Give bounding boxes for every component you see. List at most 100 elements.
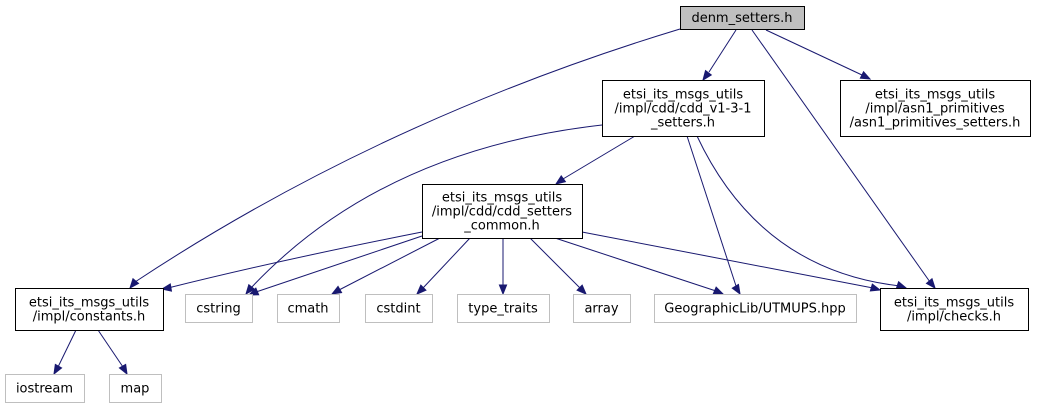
arrowhead-icon — [869, 283, 882, 292]
edge-line — [554, 237, 717, 292]
node-label-line: array — [584, 302, 618, 317]
edge-cdd_v1_3_1_setters-to-cstring — [245, 124, 603, 296]
edge-denm_setters-to-cdd_v1_3_1_setters — [702, 29, 737, 82]
node-label-line: /asn1_primitives_setters.h — [850, 116, 1021, 131]
node-box — [15, 288, 164, 331]
node-box — [573, 294, 631, 323]
node-constants[interactable]: etsi_its_msgs_utils/impl/constants.h — [15, 288, 164, 331]
nodes-layer: denm_setters.h etsi_its_msgs_utils/impl/c… — [5, 6, 1031, 403]
node-array[interactable]: array — [573, 294, 631, 323]
edge-denm_setters-to-asn1_primitives_setters — [765, 29, 872, 80]
edge-line — [765, 29, 863, 76]
arrowhead-icon — [118, 363, 128, 376]
node-label-line: cmath — [287, 302, 328, 317]
edge-line — [249, 124, 603, 290]
edge-line — [529, 237, 581, 289]
edge-cdd_setters_common-to-constants — [160, 231, 423, 292]
edge-cdd_setters_common-to-cmath — [330, 237, 441, 295]
node-box — [654, 294, 857, 323]
node-cdd_setters_common[interactable]: etsi_its_msgs_utils/impl/cdd/cdd_setters… — [422, 184, 583, 239]
node-label-line: cstring — [196, 302, 240, 317]
node-box — [109, 374, 162, 403]
edge-line — [97, 329, 124, 368]
node-cstring[interactable]: cstring — [185, 294, 253, 323]
edge-cdd_setters_common-to-cstring — [247, 235, 423, 296]
edge-line — [686, 135, 738, 290]
edge-constants-to-map — [97, 329, 128, 376]
edge-line — [581, 231, 874, 289]
node-label-line: /impl/constants.h — [33, 310, 146, 325]
arrowhead-icon — [712, 286, 725, 295]
node-label-line: etsi_its_msgs_utils — [894, 296, 1014, 311]
node-label-line: /impl/cdd/cdd_setters — [432, 205, 572, 220]
node-label-line: _common.h — [463, 219, 540, 234]
edge-cdd_setters_common-to-utmups — [554, 237, 725, 295]
arrowhead-icon — [247, 287, 260, 296]
node-box — [422, 184, 583, 239]
node-label-line: _setters.h — [650, 116, 715, 131]
node-cmath[interactable]: cmath — [277, 294, 340, 323]
arrowhead-icon — [925, 277, 936, 290]
edge-constants-to-iostream — [53, 329, 77, 376]
node-box — [602, 80, 765, 137]
node-label-line: iostream — [16, 382, 73, 397]
node-utmups[interactable]: GeographicLib/UTMUPS.hpp — [654, 294, 857, 323]
edge-denm_setters-to-constants — [129, 28, 681, 290]
edge-line — [57, 329, 77, 368]
node-label-line: type_traits — [468, 302, 538, 317]
node-label-line: GeographicLib/UTMUPS.hpp — [664, 302, 845, 317]
node-label-line: /impl/checks.h — [907, 310, 1001, 325]
node-map[interactable]: map — [109, 374, 162, 403]
node-label-line: /impl/cdd/cdd_v1-3-1 — [615, 102, 752, 117]
edge-denm_setters-to-checks — [751, 29, 936, 290]
arrowhead-icon — [416, 284, 427, 295]
node-box — [5, 374, 85, 403]
arrowhead-icon — [731, 283, 741, 296]
node-asn1_primitives_setters[interactable]: etsi_its_msgs_utils/impl/asn1_primitives… — [840, 80, 1031, 137]
node-label-line: etsi_its_msgs_utils — [442, 191, 562, 206]
edge-line — [167, 231, 423, 289]
arrowhead-icon — [330, 285, 343, 295]
edge-line — [708, 29, 737, 73]
edge-cdd_setters_common-to-cstdint — [416, 237, 471, 295]
edge-line — [562, 135, 636, 180]
arrowhead-icon — [160, 283, 173, 292]
node-label-line: etsi_its_msgs_utils — [623, 88, 743, 103]
edge-line — [255, 235, 423, 293]
edge-line — [751, 29, 931, 283]
edge-cdd_v1_3_1_setters-to-utmups — [686, 135, 741, 296]
arrowhead-icon — [498, 284, 508, 296]
node-box — [680, 6, 805, 30]
arrowhead-icon — [576, 284, 587, 295]
node-box — [840, 80, 1031, 137]
arrowhead-icon — [554, 174, 567, 185]
node-label-line: etsi_its_msgs_utils — [29, 296, 149, 311]
node-cstdint[interactable]: cstdint — [365, 294, 433, 323]
node-box — [365, 294, 433, 323]
edge-line — [338, 237, 441, 291]
edge-cdd_setters_common-to-array — [529, 237, 587, 295]
node-type_traits[interactable]: type_traits — [457, 294, 550, 323]
edge-line — [134, 28, 681, 283]
arrowhead-icon — [895, 280, 908, 290]
node-iostream[interactable]: iostream — [5, 374, 85, 403]
node-label-line: etsi_its_msgs_utils — [875, 88, 995, 103]
arrowhead-icon — [245, 283, 256, 296]
node-denm_setters[interactable]: denm_setters.h — [680, 6, 805, 30]
edge-line — [696, 135, 901, 287]
edge-cdd_setters_common-to-type_traits — [498, 238, 508, 296]
edge-line — [422, 237, 471, 289]
node-cdd_v1_3_1_setters[interactable]: etsi_its_msgs_utils/impl/cdd/cdd_v1-3-1_… — [602, 80, 765, 137]
arrowhead-icon — [702, 69, 713, 82]
node-checks[interactable]: etsi_its_msgs_utils/impl/checks.h — [880, 288, 1029, 331]
arrowhead-icon — [53, 363, 63, 376]
node-box — [457, 294, 550, 323]
node-label-line: denm_setters.h — [691, 11, 792, 26]
node-box — [185, 294, 253, 323]
node-label-line: /impl/asn1_primitives — [865, 102, 1005, 117]
edge-cdd_v1_3_1_setters-to-cdd_setters_common — [554, 135, 636, 185]
arrowhead-icon — [129, 277, 140, 290]
edge-cdd_v1_3_1_setters-to-checks — [696, 135, 908, 290]
node-label-line: map — [121, 382, 150, 397]
